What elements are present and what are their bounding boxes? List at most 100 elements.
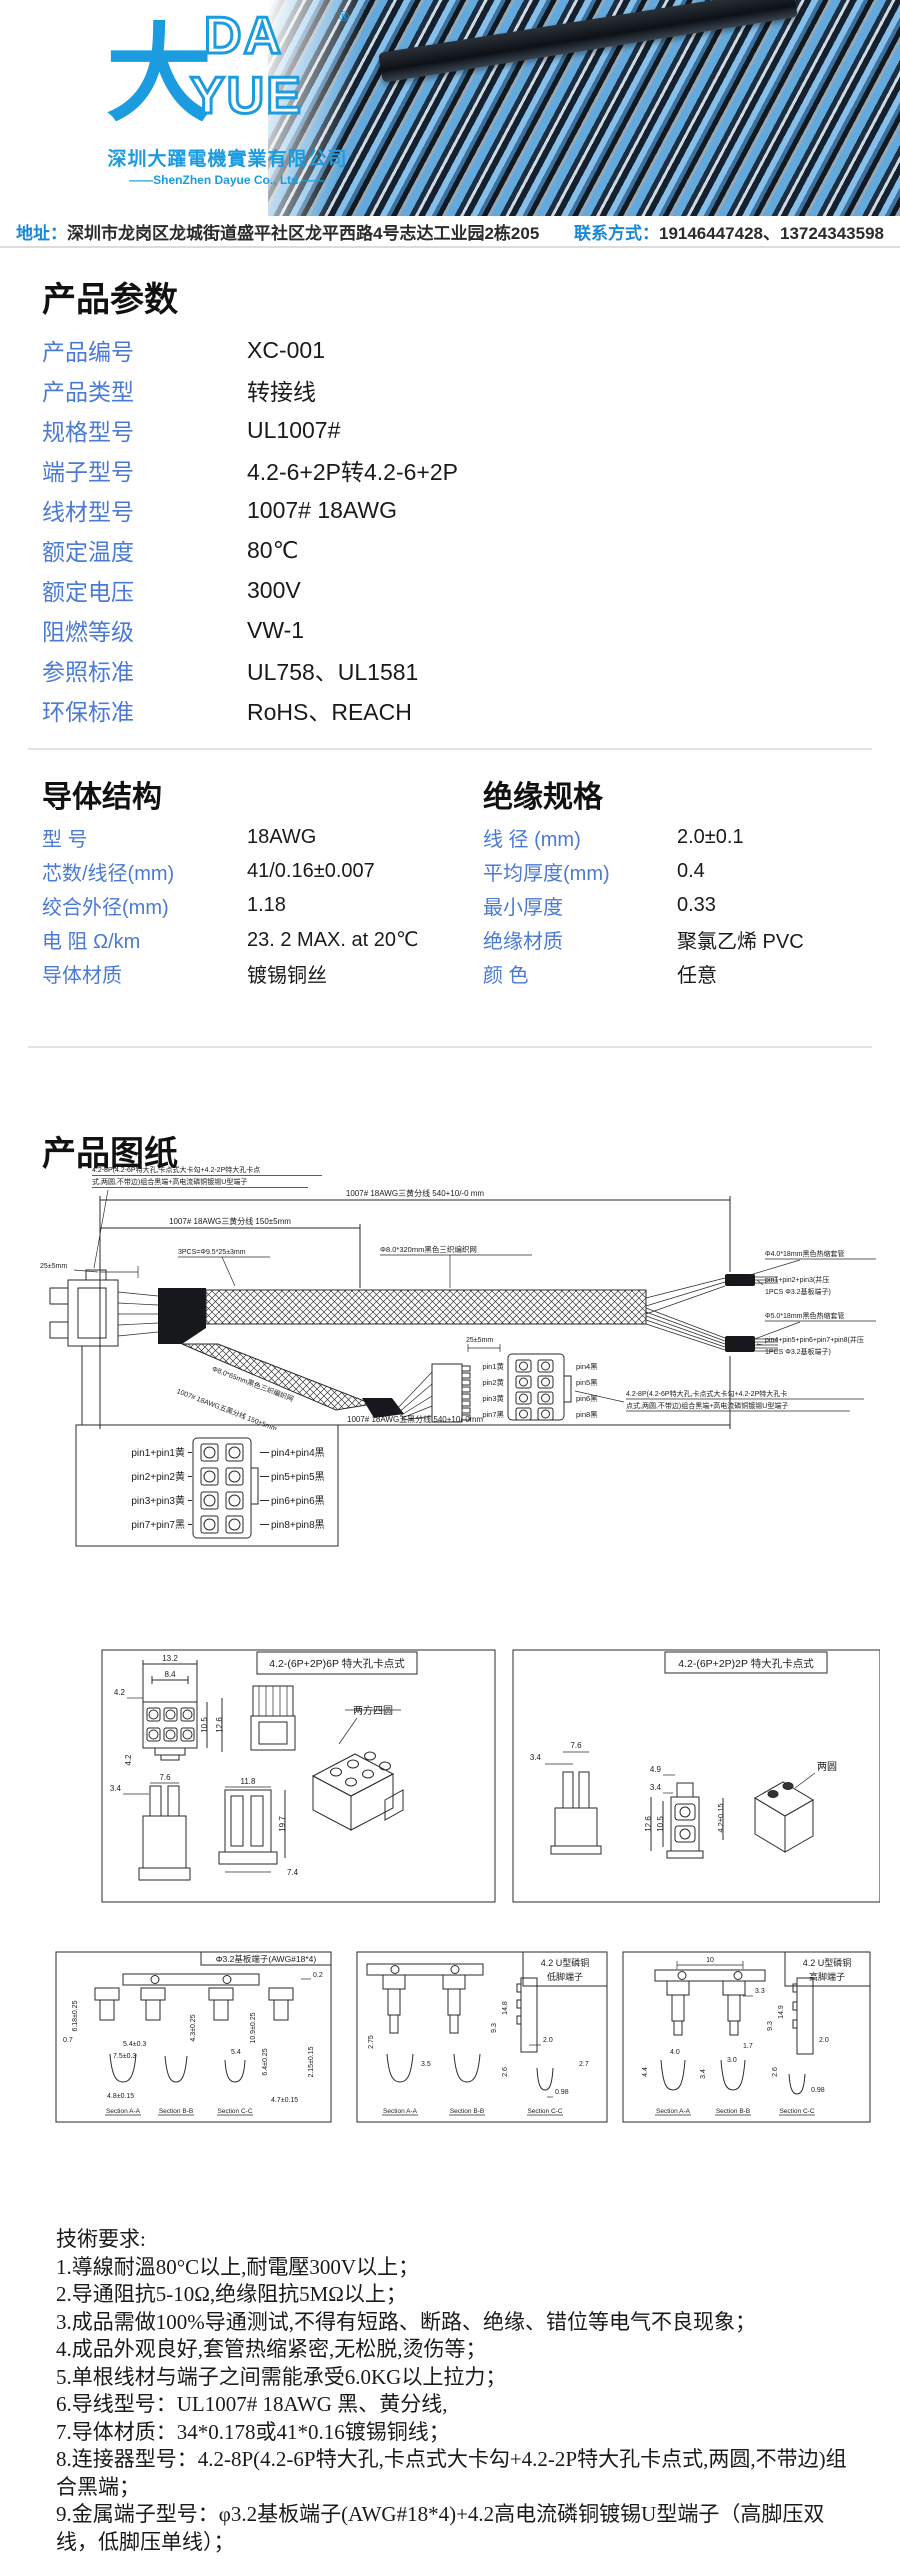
panel-term-a: Φ3.2基板端子(AWG#18*4) 0.2 6.18±0.25 0.7 5.4… [55, 1951, 332, 2123]
heatshrink-note: Φ5.0*18mm黑色热缩套管 [765, 1311, 845, 1320]
prong-view-2p [550, 1771, 602, 1855]
carrier-strip [654, 1969, 766, 1982]
side-view-6p [250, 1685, 296, 1751]
assembly-annotation-top: 4.2-8P(4.2-6P特大孔,卡点式大卡勾+4.2-2P特大孔卡点 [92, 1165, 260, 1174]
mid-view-6p [218, 1789, 278, 1865]
heatshrink-tip-bottom [725, 1336, 755, 1352]
spec-value: 18AWG [247, 825, 317, 848]
param-row: 产品类型 转接线 [42, 370, 458, 410]
param-label: 端子型号 [42, 459, 134, 485]
dim-label: 0.98 [555, 2089, 569, 2096]
prong-view-6p [138, 1785, 191, 1881]
dim-label: 2.6 [772, 2067, 779, 2077]
dim-label: 1.7 [743, 2043, 753, 2050]
param-label: 环保标准 [42, 699, 134, 725]
dim-label: 10.5 [200, 1717, 209, 1733]
dim-label: 6.18±0.25 [72, 2000, 79, 2031]
spec-label: 电 阻 Ω/km [42, 930, 141, 953]
pin-label: pin7黑 [482, 1410, 504, 1419]
dim-label: 10 [706, 1957, 714, 1964]
section-label: Section B-B [716, 2108, 750, 2115]
dim-label: 2.75 [368, 2035, 375, 2049]
param-value: UL758、UL1581 [247, 659, 419, 685]
spec-value: 2.0±0.1 [677, 825, 744, 848]
dim-label: 2.0 [543, 2037, 553, 2044]
tech-line: 3.成品需做100%导通测试,不得有短路、断路、绝缘、错位等电气不良现象； [56, 2309, 756, 2334]
spec-value: 聚氯乙烯 PVC [677, 930, 804, 953]
dim-label: 4.3±0.25 [190, 2014, 197, 2041]
terminal-profiles [666, 1977, 814, 2055]
pin-label: pin2黄 [482, 1377, 504, 1387]
spec-value: 镀锡铜丝 [247, 964, 327, 987]
spec-value: 41/0.16±0.007 [247, 859, 375, 882]
dim-label: 0.2 [313, 1972, 323, 1979]
spec-value: 0.4 [677, 859, 705, 882]
dim-label: 0.7 [63, 2037, 73, 2044]
u-sections [660, 2059, 806, 2095]
dim-label: 25±5mm [466, 1337, 493, 1344]
insulation-section-title: 绝缘规格 [483, 781, 603, 814]
panel-6p: 4.2-(6P+2P)6P 特大孔卡点式 13.2 8.4 4.2 10.5 1… [101, 1649, 496, 1903]
pin-label: pin1黄 [482, 1361, 504, 1371]
pin-label: pin3黄 [482, 1393, 504, 1403]
front-view-2p [666, 1782, 704, 1859]
param-label: 阻燃等级 [42, 619, 134, 645]
pinmap-label: pin1+pin1黄 [131, 1446, 185, 1459]
pinmap-label: pin7+pin7黑 [131, 1519, 185, 1531]
param-value: 80℃ [247, 536, 299, 563]
panel-title: 4.2 U型磷铜 [541, 1957, 590, 1968]
param-label: 产品类型 [42, 379, 134, 405]
dim-label: 12.6 [644, 1816, 653, 1832]
dim-label: 3PCS=Φ9.5*25±3mm [178, 1249, 246, 1256]
dim-label: 4.7±0.15 [271, 2097, 298, 2104]
heatshrink-tip-top [725, 1274, 755, 1286]
panel-title: 4.2 U型磷铜 [803, 1957, 852, 1968]
pinmap-label: pin8+pin8黑 [271, 1519, 325, 1531]
dim-label: 1007# 18AWG三黄分线 540+10/-0 mm [346, 1188, 485, 1198]
dim-label: 3.5 [421, 2061, 431, 2068]
tech-line: 5.单根线材与端子之间需能承受6.0KG以上拉力； [56, 2364, 507, 2389]
header-cable-photo [268, 0, 900, 216]
u-sections [109, 2053, 246, 2083]
dim-label: 3.3 [755, 1988, 765, 1995]
pinmap-label: pin4+pin4黑 [271, 1447, 325, 1459]
spec-label: 最小厚度 [483, 896, 563, 919]
logo-big-char: 大 [106, 16, 212, 134]
panel-title: 4.2-(6P+2P)2P 特大孔卡点式 [678, 1657, 814, 1670]
spec-value: 23. 2 MAX. at 20℃ [247, 928, 419, 951]
drawing-section-title: 产品图纸 [42, 1135, 178, 1173]
iso-view-2p [754, 1781, 814, 1853]
dim-label: 5.4 [231, 2049, 241, 2056]
dim-label: 10.9±0.25 [250, 2012, 257, 2043]
dim-label: 3.4 [700, 2069, 707, 2079]
u-sections [386, 2053, 554, 2091]
dim-label: 7.6 [159, 1773, 171, 1782]
iso-label: 两方四圆 [353, 1704, 393, 1717]
spec-label: 平均厚度(mm) [483, 862, 610, 885]
spec-label: 绝缘材质 [483, 930, 563, 953]
heatshrink-sleeve-branch [362, 1398, 404, 1418]
dim-label: 2.7 [579, 2061, 589, 2068]
tech-line: 4.成品外观良好,套管热缩紧密,无松脱,烫伤等； [56, 2337, 487, 2361]
param-value: 转接线 [247, 379, 316, 405]
logo-word-yue: YUE [189, 67, 303, 125]
panel-title: Φ3.2基板端子(AWG#18*4) [216, 1954, 317, 1964]
dim-label: 4.0 [670, 2049, 680, 2056]
param-value: RoHS、REACH [247, 699, 412, 725]
iso-view-6p [311, 1751, 404, 1831]
braided-sleeve [205, 1289, 647, 1325]
dim-label: 19.7 [278, 1816, 287, 1832]
dim-label: 14.8 [502, 2001, 509, 2015]
spec-row: 平均厚度(mm) 0.4 [483, 854, 804, 888]
panel-term-b: 4.2 U型磷铜 低脚端子 14.8 9.3 2.0 2.6 2.75 3.5 … [356, 1951, 608, 2123]
dim-label: 3.4 [650, 1783, 662, 1792]
tech-line: 8.连接器型号：4.2-8P(4.2-6P特大孔,卡点式大卡勾+4.2-2P特大… [56, 2447, 847, 2499]
conductor-section-title: 导体结构 [42, 781, 162, 814]
